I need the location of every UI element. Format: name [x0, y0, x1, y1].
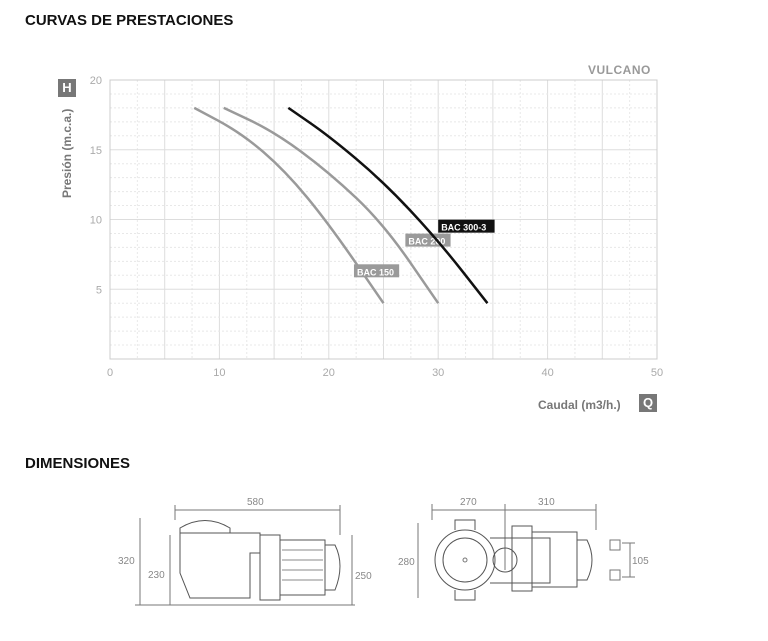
dimensions-title: DIMENSIONES [25, 455, 131, 472]
y-tick-label: 20 [90, 75, 102, 87]
series-label-bg [353, 264, 400, 278]
x-axis-badge: Q [639, 394, 657, 412]
x-tick-label: 40 [541, 367, 553, 379]
dim-length: 580 [247, 497, 264, 508]
y-tick-label: 10 [90, 215, 102, 227]
series-line [223, 106, 440, 304]
brand-logo: VULCANO [588, 63, 651, 77]
dim-height-motor: 250 [355, 571, 372, 582]
dimension-drawings [135, 504, 635, 606]
dim-width-left: 270 [460, 497, 477, 508]
series-label: BAC 200 [408, 237, 445, 247]
x-tick-label: 20 [323, 367, 335, 379]
series-label: BAC 300-3 [441, 223, 486, 233]
side-view-drawing [135, 505, 355, 606]
plot-frame [109, 79, 658, 360]
y-tick-label: 5 [96, 284, 102, 296]
x-tick-label: 0 [107, 367, 113, 379]
series-line [287, 106, 489, 304]
y-tick-label: 15 [90, 145, 102, 157]
x-tick-label: 50 [651, 367, 663, 379]
dim-foot-spacing: 105 [632, 556, 649, 567]
series-label-bg [438, 219, 495, 233]
performance-title: CURVAS DE PRESTACIONES [25, 12, 234, 29]
y-axis-badge: H [58, 79, 76, 97]
dim-height-top: 280 [398, 557, 415, 568]
dim-height-total: 320 [118, 556, 135, 567]
x-tick-label: 10 [213, 367, 225, 379]
x-tick-label: 30 [432, 367, 444, 379]
series-label: BAC 150 [357, 267, 394, 277]
dim-width-right: 310 [538, 497, 555, 508]
series-line [193, 106, 385, 304]
x-axis-label: Caudal (m3/h.) [538, 398, 621, 412]
top-view-drawing [417, 504, 635, 601]
dim-height-inlet: 230 [148, 570, 165, 581]
